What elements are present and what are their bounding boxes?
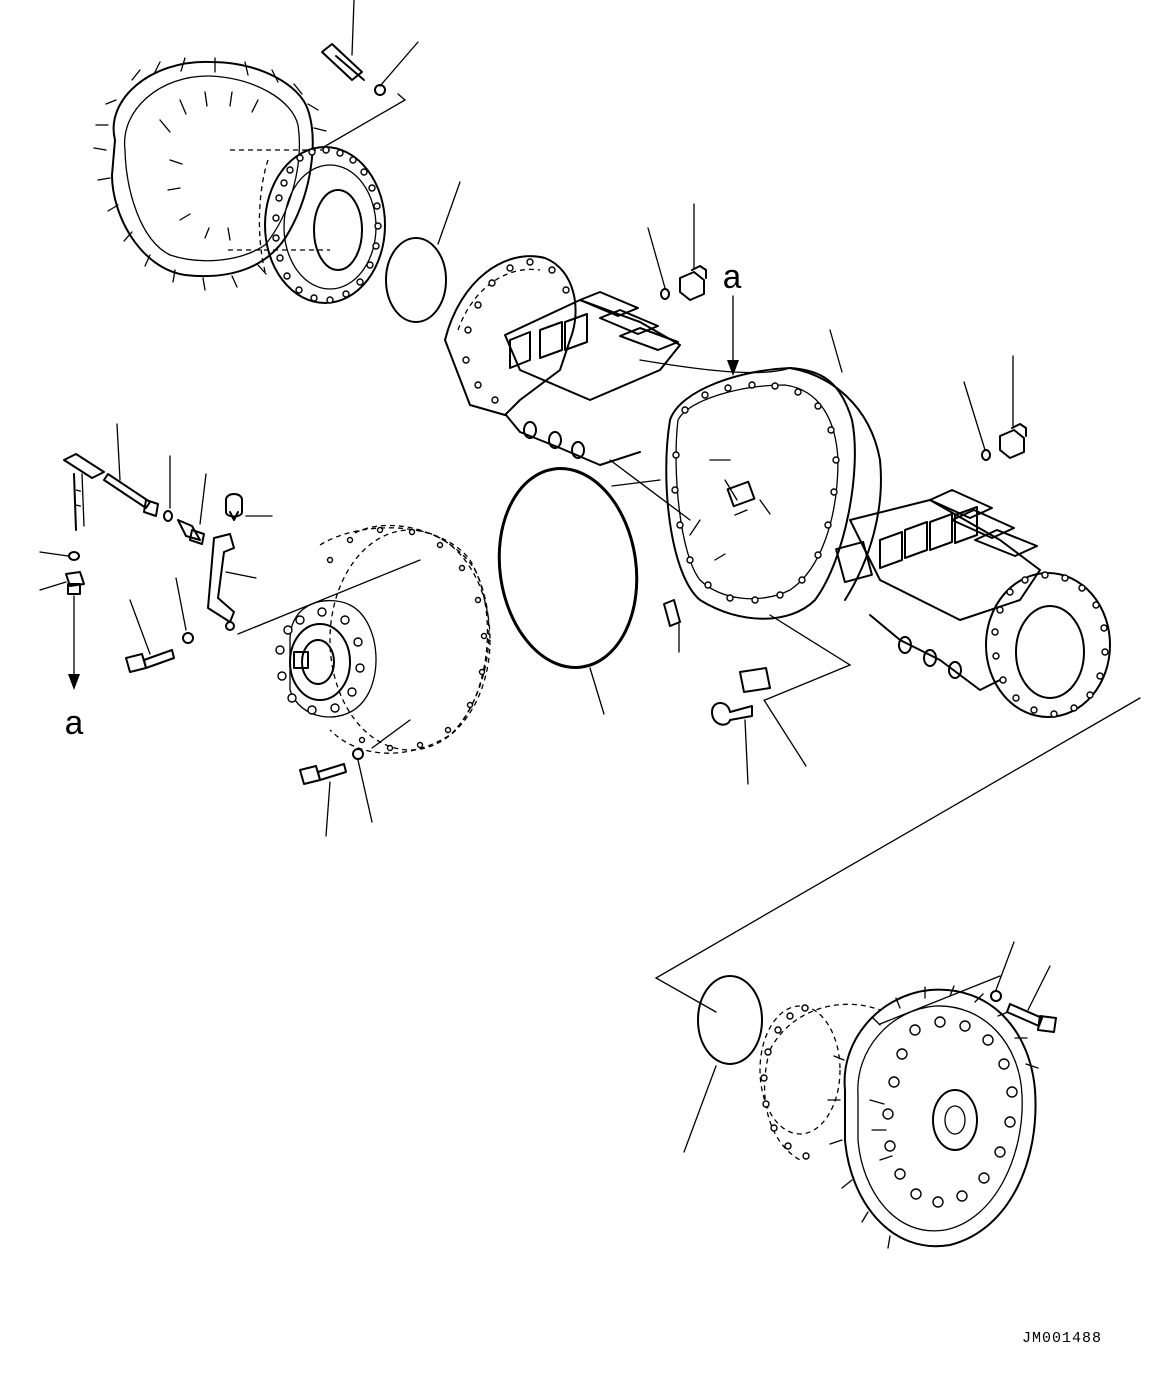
upper-final-drive: [93, 0, 419, 304]
sensor-plug-o-rings: [39, 551, 85, 690]
gasket-ring: [497, 467, 639, 669]
motor-final-drive: [237, 524, 491, 754]
sensor-bracket: [207, 533, 257, 631]
small-o-ring: [163, 455, 173, 522]
rivet-and-plate: [711, 667, 807, 785]
drain-plug-right: [963, 355, 1027, 461]
motor-bolt-and-washer: [299, 719, 411, 837]
drain-plug-upper: [647, 203, 707, 301]
lower-final-drive: [654, 697, 1141, 1249]
o-ring-upper: [385, 237, 447, 323]
long-bolt: [103, 423, 159, 517]
reference-label-a-top: a: [722, 261, 742, 299]
drawing-code: JM001488: [1022, 1330, 1102, 1347]
temperature-sensor: [225, 493, 273, 521]
dowel-pin: [663, 599, 681, 653]
axle-housing: [444, 255, 1111, 718]
level-gauge-rod: [63, 453, 105, 531]
bracket-bolt-and-washer: [125, 577, 194, 673]
reference-label-a-bottom: a: [64, 707, 84, 745]
pressure-sensor: [177, 473, 207, 545]
